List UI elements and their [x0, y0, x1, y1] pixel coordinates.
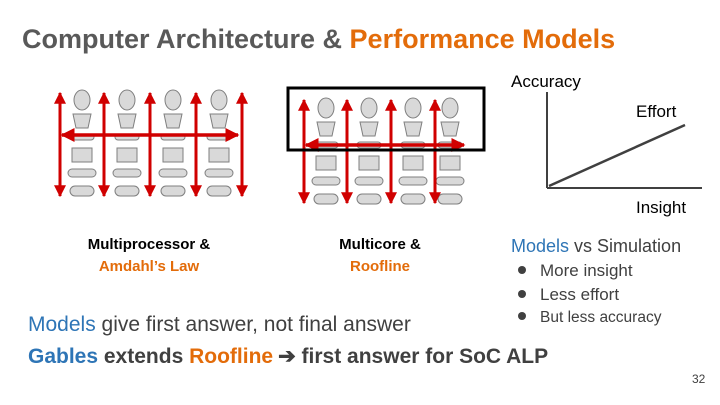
bullet-dot-icon [518, 265, 526, 274]
core-node-1 [311, 97, 341, 205]
bullet-item-3: But less accuracy [518, 309, 661, 327]
core-icon [73, 89, 91, 111]
bottom-line-1: Models give first answer, not final answ… [28, 313, 411, 337]
bullet-item-2: Less effort [518, 285, 619, 305]
cache-icon [209, 113, 229, 129]
core-icon [404, 97, 422, 119]
cache-icon [163, 113, 183, 129]
io-icon [398, 176, 428, 186]
io-icon [354, 176, 384, 186]
bullet-item-1: More insight [518, 261, 633, 281]
gables-word: Gables [28, 345, 99, 368]
title-highlight: Performance Models [349, 24, 616, 54]
multiprocessor-caption: Multiprocessor & Amdahl’s Law [60, 236, 238, 275]
bullet-dot-icon [518, 311, 526, 320]
io-icon [67, 168, 97, 178]
io-icon [204, 168, 234, 178]
processor-node-3 [158, 89, 188, 197]
graph-y-label: Accuracy [511, 72, 581, 91]
bullet-text: But less accuracy [540, 309, 662, 326]
disk-icon [313, 193, 339, 205]
models-vs-simulation-heading: Models vs Simulation [511, 236, 681, 257]
multiprocessor-diagram [54, 89, 248, 198]
memory-icon [358, 155, 380, 171]
multicore-diagram [298, 97, 466, 205]
core-node-2 [354, 97, 384, 205]
right-arrow-icon: ➔ [278, 345, 296, 368]
slide-title: Computer Architecture & Performance Mode… [22, 24, 615, 55]
core-icon [210, 89, 228, 111]
io-icon [158, 168, 188, 178]
disk-icon [114, 185, 140, 197]
cache-icon [316, 121, 336, 137]
graph-line-label: Effort [636, 102, 677, 121]
cache-icon [440, 121, 460, 137]
memory-icon [402, 155, 424, 171]
disk-icon [160, 185, 186, 197]
io-icon [311, 176, 341, 186]
roofline-word: Roofline [189, 345, 274, 368]
bullet-text: More insight [540, 261, 633, 280]
multiprocessor-caption-line2: Amdahl’s Law [98, 258, 200, 275]
multicore-caption-line2: Roofline [350, 258, 410, 275]
disk-icon [206, 185, 232, 197]
memory-icon [439, 155, 461, 171]
cache-icon [117, 113, 137, 129]
processor-node-4 [204, 89, 234, 197]
vs-simulation-text: vs Simulation [569, 236, 682, 256]
memory-icon [208, 147, 230, 163]
effort-line [548, 123, 686, 188]
bottom-line-2: Gables extends Roofline➔ first answer fo… [28, 344, 548, 369]
disk-icon [356, 193, 382, 205]
bullet-dot-icon [518, 289, 526, 298]
disk-icon [400, 193, 426, 205]
core-icon [441, 97, 459, 119]
bottom-line-1-text: give first answer, not final answer [95, 313, 411, 336]
core-node-3 [398, 97, 428, 205]
core-icon [317, 97, 335, 119]
multicore-caption: Multicore & Roofline [320, 236, 440, 275]
accuracy-effort-graph [546, 92, 702, 189]
models-word-bottom: Models [28, 313, 96, 336]
disk-icon [69, 185, 95, 197]
cache-icon [72, 113, 92, 129]
multicore-caption-line1: Multicore & [339, 236, 421, 253]
page-number: 32 [692, 372, 706, 386]
bullet-text: Less effort [540, 285, 620, 304]
multiprocessor-caption-line1: Multiprocessor & [87, 236, 211, 253]
memory-icon [162, 147, 184, 163]
core-icon [118, 89, 136, 111]
processor-node-1 [67, 89, 97, 197]
core-icon [360, 97, 378, 119]
extends-text: extends [98, 345, 190, 368]
memory-icon [315, 155, 337, 171]
title-prefix: Computer Architecture & [22, 24, 350, 54]
first-answer-text: first answer for SoC ALP [295, 345, 549, 368]
cache-icon [359, 121, 379, 137]
processor-node-2 [112, 89, 142, 197]
io-icon [435, 176, 465, 186]
io-icon [112, 168, 142, 178]
models-word: Models [511, 236, 570, 256]
cache-icon [403, 121, 423, 137]
memory-icon [116, 147, 138, 163]
memory-icon [71, 147, 93, 163]
core-icon [164, 89, 182, 111]
graph-x-label: Insight [636, 198, 687, 217]
disk-icon [437, 193, 463, 205]
multicore-highlight-box [286, 86, 486, 152]
